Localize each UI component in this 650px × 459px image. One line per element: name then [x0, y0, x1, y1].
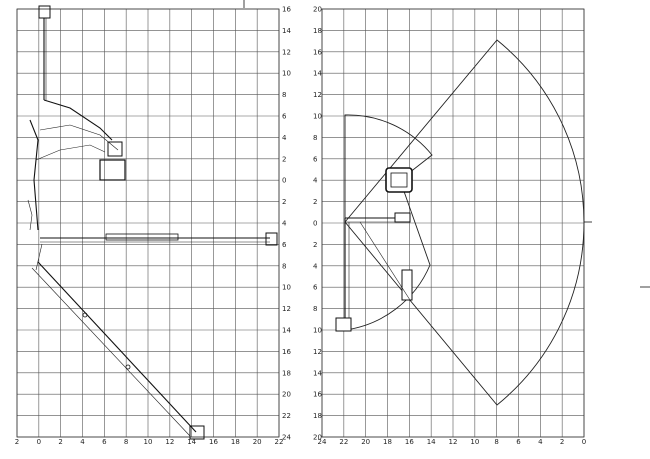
x-tick-label: 8 [124, 438, 128, 446]
turret [29, 119, 39, 231]
y-tick-label: 10 [282, 70, 291, 78]
y-tick-label: 16 [282, 6, 291, 14]
y-tick-label: 10 [313, 113, 322, 121]
right-grid [321, 8, 585, 438]
x-tick-label: 8 [494, 438, 498, 446]
x-tick-label: 10 [470, 438, 479, 446]
working-envelope [344, 39, 585, 406]
y-tick-label: 2 [282, 155, 286, 163]
y-tick-label: 22 [282, 412, 291, 420]
x-tick-label: 2 [58, 438, 62, 446]
y-tick-label: 12 [313, 348, 322, 356]
x-tick-label: 4 [80, 438, 85, 446]
bottom-basket [189, 425, 205, 440]
y-tick-label: 4 [313, 177, 318, 185]
y-tick-label: 4 [313, 262, 318, 270]
x-tick-label: 14 [427, 438, 436, 446]
boom-position-upper [43, 99, 113, 141]
y-tick-label: 16 [313, 48, 322, 56]
left-boom-drawings [27, 5, 278, 440]
x-tick-label: 10 [144, 438, 153, 446]
left-frame [16, 8, 280, 438]
x-tick-label: 18 [383, 438, 392, 446]
y-tick-label: 8 [313, 134, 317, 142]
top-basket [38, 5, 51, 19]
x-tick-label: 6 [102, 438, 107, 446]
x-tick-label: 18 [231, 438, 240, 446]
x-tick-label: 16 [405, 438, 414, 446]
y-tick-label: 4 [282, 220, 287, 228]
x-tick-label: 2 [15, 438, 19, 446]
mid-basket [99, 159, 126, 181]
x-tick-label: 2 [560, 438, 564, 446]
y-tick-label: 4 [282, 134, 287, 142]
y-tick-label: 6 [282, 113, 287, 121]
outreach-sector [344, 39, 585, 406]
y-tick-label: 18 [313, 412, 322, 420]
x-tick-label: 0 [582, 438, 586, 446]
x-tick-label: 20 [361, 438, 370, 446]
y-tick-label: 6 [313, 284, 318, 292]
y-tick-label: 8 [313, 305, 317, 313]
y-tick-label: 14 [313, 369, 322, 377]
diagonal-boom [37, 261, 197, 433]
x-tick-label: 20 [253, 438, 262, 446]
y-tick-label: 12 [313, 91, 322, 99]
x-tick-label: 22 [275, 438, 284, 446]
y-tick-label: 0 [313, 220, 317, 228]
y-tick-label: 10 [313, 327, 322, 335]
plan-base [335, 317, 352, 332]
y-tick-label: 2 [282, 198, 286, 206]
y-tick-label: 16 [313, 391, 322, 399]
y-tick-label: 2 [313, 198, 317, 206]
y-tick-label: 6 [282, 241, 287, 249]
y-tick-label: 18 [313, 27, 322, 35]
y-tick-label: 14 [282, 327, 291, 335]
left-grid [16, 8, 280, 438]
y-tick-label: 20 [313, 6, 322, 14]
y-tick-label: 24 [282, 434, 291, 442]
rear-sector [344, 114, 433, 331]
x-tick-label: 24 [318, 438, 327, 446]
plan-basket [385, 167, 413, 193]
y-tick-label: 20 [282, 391, 291, 399]
right-basket [265, 232, 278, 246]
x-tick-label: 0 [37, 438, 41, 446]
y-tick-label: 16 [282, 348, 291, 356]
y-tick-label: 8 [282, 262, 286, 270]
x-tick-label: 14 [187, 438, 196, 446]
x-tick-label: 12 [165, 438, 174, 446]
y-tick-label: 18 [282, 369, 291, 377]
x-tick-label: 12 [449, 438, 458, 446]
y-tick-label: 0 [282, 177, 286, 185]
y-tick-label: 6 [313, 155, 318, 163]
y-tick-label: 14 [282, 27, 291, 35]
y-tick-label: 8 [282, 91, 286, 99]
y-tick-label: 20 [313, 434, 322, 442]
y-tick-label: 14 [313, 70, 322, 78]
y-tick-label: 10 [282, 284, 291, 292]
x-tick-label: 16 [209, 438, 218, 446]
x-tick-label: 6 [516, 438, 521, 446]
y-tick-label: 12 [282, 305, 291, 313]
x-tick-label: 22 [339, 438, 348, 446]
right-boom-drawings [335, 167, 592, 332]
y-tick-label: 12 [282, 48, 291, 56]
x-tick-label: 4 [538, 438, 543, 446]
y-tick-label: 2 [313, 241, 317, 249]
